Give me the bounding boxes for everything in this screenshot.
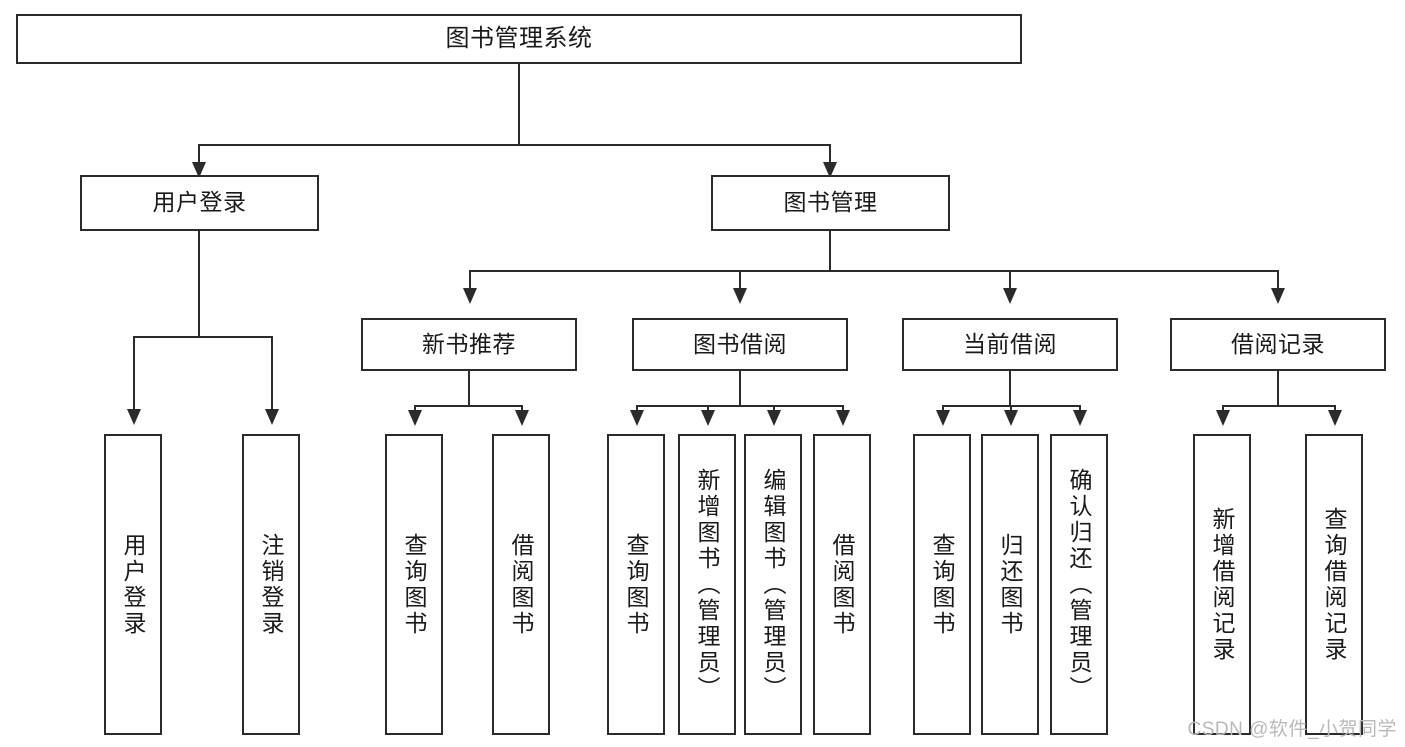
connector-book-mgmt-to-cat-3 (1009, 270, 1011, 292)
node-book-borrow[interactable]: 图书借阅 (632, 318, 848, 371)
connector-bookborrow-trunk (739, 371, 741, 406)
node-borrow-records[interactable]: 借阅记录 (1170, 318, 1386, 371)
node-user-login[interactable]: 用户登录 (80, 175, 319, 231)
connector-book-mgmt-bar (469, 270, 1278, 272)
node-label: 当前借阅 (963, 330, 1057, 357)
leaf-borrowrecords-add-record[interactable]: 新增借阅记录 (1193, 434, 1251, 735)
connector-newbook-bar (414, 405, 522, 407)
node-label: 用户登录 (120, 532, 147, 637)
leaf-bookborrow-borrow-books[interactable]: 借阅图书 (813, 434, 871, 735)
node-root-system[interactable]: 图书管理系统 (16, 14, 1022, 64)
node-new-book-recommend[interactable]: 新书推荐 (361, 318, 577, 371)
connector-root-to-user-login (198, 144, 200, 168)
node-label: 图书借阅 (693, 330, 787, 357)
leaf-newbook-borrow-books[interactable]: 借阅图书 (492, 434, 550, 735)
leaf-user-login-login[interactable]: 用户登录 (104, 434, 162, 735)
node-label: 查询图书 (623, 532, 650, 637)
csdn-watermark: CSDN @软件_小贺同学 (1187, 719, 1397, 740)
arrowhead-currentborrow-leaf-1 (936, 410, 950, 426)
leaf-currentborrow-confirm-return-admin[interactable]: 确认归还（管理员） (1050, 434, 1108, 735)
node-label: 查询图书 (401, 532, 428, 637)
connector-newbook-trunk (468, 371, 470, 406)
connector-user-login-trunk (198, 231, 200, 337)
connector-user-login-to-leaf-2 (271, 336, 273, 413)
arrowhead-root-to-book-mgmt (823, 162, 837, 178)
arrowhead-bookborrow-leaf-1 (630, 410, 644, 426)
node-label: 图书管理 (783, 189, 878, 216)
arrowhead-currentborrow-leaf-3 (1073, 410, 1087, 426)
node-label: 确认归还（管理员） (1066, 467, 1093, 702)
arrowhead-newbook-leaf-2 (515, 410, 529, 426)
connector-book-mgmt-to-cat-4 (1277, 270, 1279, 292)
connector-borrowrecords-bar (1222, 405, 1335, 407)
node-label: 注销登录 (258, 532, 285, 637)
leaf-bookborrow-add-book-admin[interactable]: 新增图书（管理员） (678, 434, 736, 735)
arrowhead-borrowrecords-leaf-1 (1216, 410, 1230, 426)
node-label: 新书推荐 (422, 330, 516, 357)
connector-book-mgmt-to-cat-2 (739, 270, 741, 292)
node-label: 查询借阅记录 (1321, 506, 1348, 663)
connector-book-mgmt-to-cat-1 (469, 270, 471, 292)
arrowhead-root-to-user-login (192, 162, 206, 178)
leaf-bookborrow-query-books[interactable]: 查询图书 (607, 434, 665, 735)
connector-root-trunk (518, 64, 520, 145)
node-label: 借阅记录 (1231, 330, 1325, 357)
arrowhead-cat-3 (1003, 288, 1017, 304)
node-label: 新增图书（管理员） (694, 467, 721, 702)
node-label: 查询图书 (929, 532, 956, 637)
node-label: 图书管理系统 (445, 24, 593, 52)
arrowhead-bookborrow-leaf-3 (767, 410, 781, 426)
arrowhead-newbook-leaf-1 (408, 410, 422, 426)
leaf-bookborrow-edit-book-admin[interactable]: 编辑图书（管理员） (744, 434, 802, 735)
arrowhead-borrowrecords-leaf-2 (1328, 410, 1342, 426)
connector-root-bar (198, 144, 831, 146)
arrowhead-cat-2 (733, 288, 747, 304)
node-label: 编辑图书（管理员） (760, 467, 787, 702)
node-label: 用户登录 (152, 189, 247, 216)
connector-bookborrow-bar (636, 405, 843, 407)
leaf-newbook-query-books[interactable]: 查询图书 (385, 434, 443, 735)
leaf-borrowrecords-query-record[interactable]: 查询借阅记录 (1305, 434, 1363, 735)
connector-borrowrecords-trunk (1277, 371, 1279, 406)
arrowhead-cat-4 (1271, 288, 1285, 304)
node-current-borrow[interactable]: 当前借阅 (902, 318, 1118, 371)
leaf-currentborrow-return-books[interactable]: 归还图书 (981, 434, 1039, 735)
node-label: 归还图书 (997, 532, 1024, 637)
arrowhead-currentborrow-leaf-2 (1004, 410, 1018, 426)
node-book-management[interactable]: 图书管理 (711, 175, 950, 231)
node-label: 借阅图书 (508, 532, 535, 637)
arrowhead-cat-1 (463, 288, 477, 304)
arrowhead-user-login-leaf-1 (127, 409, 141, 425)
node-label: 借阅图书 (829, 532, 856, 637)
connector-book-mgmt-trunk (829, 231, 831, 272)
arrowhead-user-login-leaf-2 (265, 409, 279, 425)
leaf-user-login-logout[interactable]: 注销登录 (242, 434, 300, 735)
arrowhead-bookborrow-leaf-4 (836, 410, 850, 426)
arrowhead-bookborrow-leaf-2 (701, 410, 715, 426)
connector-user-login-bar (133, 336, 272, 338)
leaf-currentborrow-query-books[interactable]: 查询图书 (913, 434, 971, 735)
connector-currentborrow-trunk (1009, 371, 1011, 406)
connector-root-to-book-mgmt (829, 144, 831, 168)
node-label: 新增借阅记录 (1209, 506, 1236, 663)
connector-user-login-to-leaf-1 (133, 336, 135, 413)
